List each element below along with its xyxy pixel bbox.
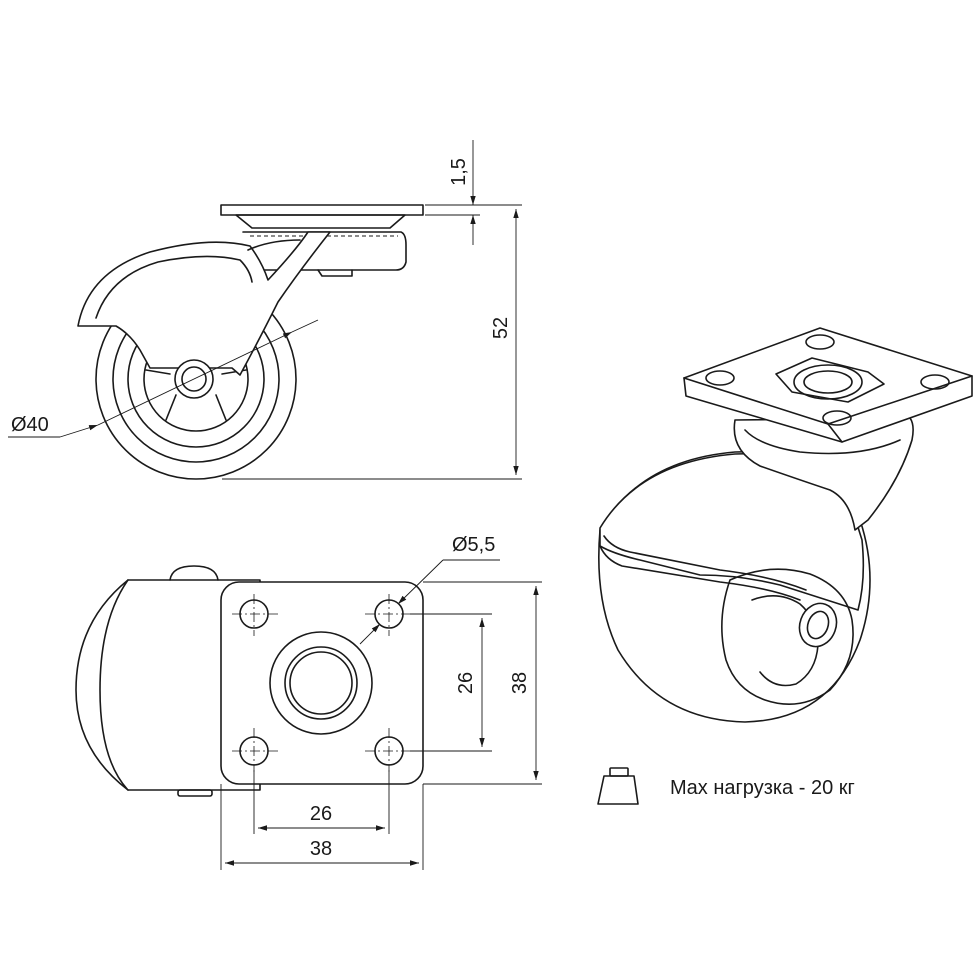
brake-tab [317,269,353,277]
max-load-label: Max нагрузка - 20 кг [670,777,855,799]
ball-wheel [598,451,871,723]
dim-plate-width-horizontal: 38 [310,838,332,860]
iso-hole-right [920,374,950,390]
iso-hole-left [705,370,735,386]
dim-plate-width-vertical: 38 [509,672,531,694]
iso-hole-back [805,334,835,350]
dim-total-height: 52 [490,317,512,339]
isometric-view [598,327,973,723]
centre-boss-outer [269,631,373,735]
bearing-housing [242,231,407,271]
side-view [8,140,522,480]
iso-axle [798,602,838,648]
top-view [75,559,542,870]
swivel-neck [733,417,914,531]
iso-plate [683,327,973,443]
mounting-plate-side [220,204,424,216]
axle-inner [181,366,207,392]
dim-hole-spacing-horizontal: 26 [310,803,332,825]
hole-leader [397,559,444,605]
mounting-plate-top [220,581,424,785]
dim-hole-spacing-vertical: 26 [455,672,477,694]
bearing-top [235,214,406,229]
dim-hole-diameter: Ø5,5 [452,534,495,556]
dim-plate-thickness: 1,5 [448,158,470,186]
wheel-body-top [75,579,261,791]
brake-bump [169,565,219,581]
centre-boss-ring [284,646,358,720]
dim-wheel-diameter: Ø40 [11,414,49,436]
inner-wheel [721,568,854,706]
iso-boss [775,357,885,403]
iso-hole-front [822,410,852,426]
weight-icon [597,767,639,805]
